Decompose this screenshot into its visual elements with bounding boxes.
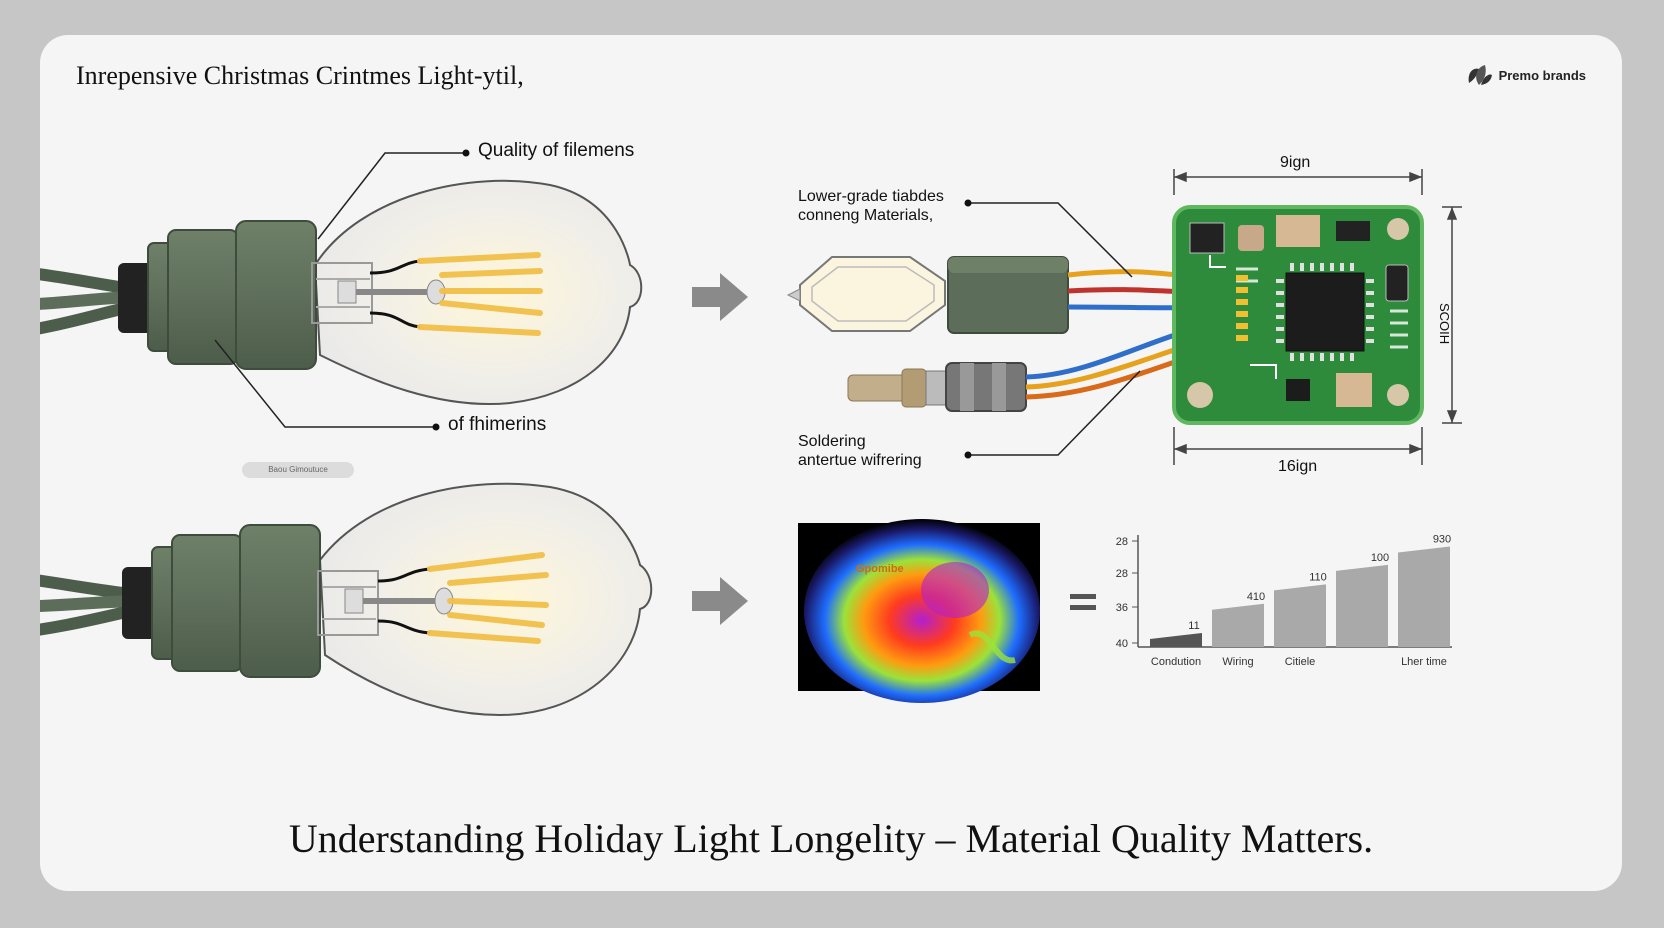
circuit-board [1172,205,1424,425]
connector-assembly [786,199,1233,459]
callout-filaments: of fhimerins [448,414,547,435]
bar [1336,564,1388,647]
dimension-bottom-label: 16ign [1278,458,1318,475]
brand-logo: Premo brands [1465,63,1586,87]
dimension-top-label: 9ign [1280,154,1311,171]
heat-map-label: Gpomibe [856,563,904,575]
y-tick-label: 28 [1116,568,1128,580]
callout-lower-grade-line1: Lower-grade tiabdes [798,188,944,205]
brand-name: Premo brands [1498,67,1586,83]
callout-quality-filaments: Quality of filemens [478,140,635,161]
infographic-card: Inrepensive Christmas Crintmes Light-yti… [40,35,1622,891]
y-tick-label: 36 [1116,602,1128,614]
caption-pill: Baou Gimoutuce [242,462,354,478]
category-label: Lher time [1401,656,1447,668]
dimension-lines [1173,169,1462,465]
leaf-logo-icon [1468,65,1492,85]
diagram-graphics: 11 410 110 100 930 Condution Wiring Citiele Lhe… [40,149,1462,717]
category-label: Wiring [1222,656,1253,668]
bulb-bottom [40,482,653,717]
bulb-top [40,149,643,431]
y-tick-label: 28 [1116,536,1128,548]
heat-map-image [798,519,1040,703]
bar [1150,632,1202,647]
arrow-icons [692,273,748,625]
callout-soldering-line1: Soldering [798,433,866,450]
bar [1212,603,1264,647]
arrow-right-icon [692,273,748,321]
bar-chart: 11 410 110 100 930 Condution Wiring Citiele Lhe… [1116,534,1452,668]
bar [1398,546,1450,647]
bar-value-label: 930 [1433,534,1451,546]
bar-value-label: 11 [1188,620,1199,632]
arrow-right-icon [692,577,748,625]
y-tick-label: 40 [1116,638,1128,650]
page-title: Inrepensive Christmas Crintmes Light-yti… [76,61,524,90]
bar-value-label: 100 [1371,552,1389,564]
equals-icon [1070,594,1096,610]
category-label: Citiele [1285,656,1316,668]
bar-value-label: 110 [1309,571,1327,583]
dimension-right-label: SCOIH [1437,303,1452,345]
bar-value-label: 410 [1247,591,1265,603]
bar [1274,584,1326,647]
callout-lower-grade-line2: conneng Materials, [798,207,934,224]
footer-caption: Understanding Holiday Light Longelity – … [288,816,1374,861]
callout-soldering-line2: antertue wifrering [798,452,922,469]
category-label: Condution [1151,656,1201,668]
